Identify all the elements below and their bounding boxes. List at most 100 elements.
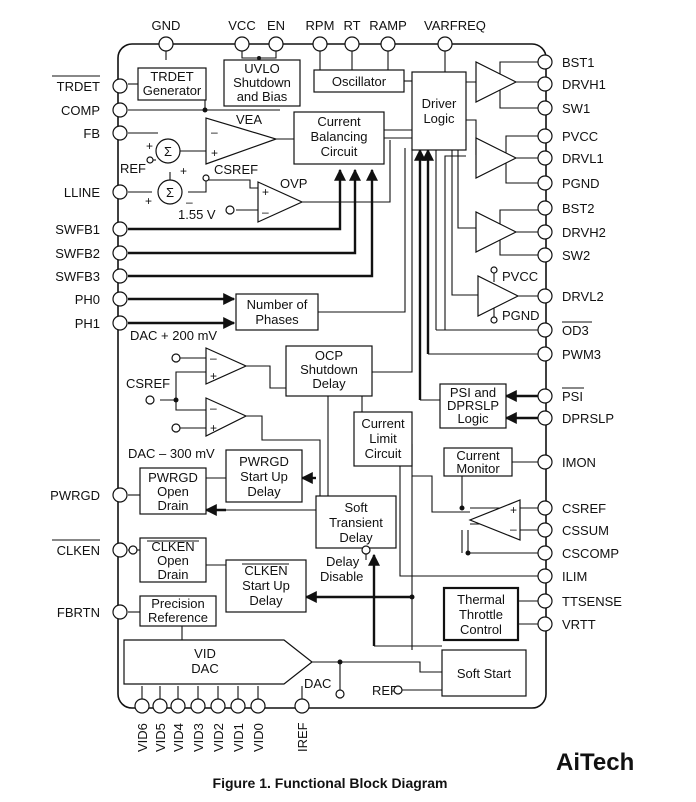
svg-text:GND: GND xyxy=(152,18,181,33)
svg-text:REF: REF xyxy=(120,161,146,176)
block-pwrgd-startup-delay: PWRGD Start Up Delay xyxy=(225,449,303,503)
pin-rt: RT xyxy=(343,18,361,52)
svg-text:Transient: Transient xyxy=(329,515,383,530)
right-pins: BST1 DRVH1 SW1 PVCC DRVL1 PGND BST2 DRVH… xyxy=(537,54,622,632)
svg-text:+: + xyxy=(210,421,217,435)
svg-text:SWFB1: SWFB1 xyxy=(55,222,100,237)
pin-gnd: GND xyxy=(152,18,181,52)
svg-text:PH1: PH1 xyxy=(75,316,100,331)
svg-text:CSCOMP: CSCOMP xyxy=(562,546,619,561)
pin-psi: PSI xyxy=(537,387,584,404)
pin-en: EN xyxy=(267,18,285,52)
svg-text:VEA: VEA xyxy=(236,112,262,127)
amp-ovp: + – OVP 1.55 V xyxy=(178,176,307,223)
svg-text:Delay: Delay xyxy=(339,530,373,545)
svg-text:CSREF: CSREF xyxy=(126,376,170,391)
svg-text:–: – xyxy=(186,195,193,209)
pin-swfb2: SWFB2 xyxy=(55,245,128,261)
svg-text:PWRGD: PWRGD xyxy=(148,470,198,485)
svg-text:COMP: COMP xyxy=(61,103,100,118)
svg-text:PVCC: PVCC xyxy=(502,269,538,284)
svg-text:Disable: Disable xyxy=(320,569,363,584)
svg-text:–: – xyxy=(210,351,217,365)
svg-text:Number of: Number of xyxy=(247,297,308,312)
pin-varfreq: VARFREQ xyxy=(424,18,486,52)
pin-cscomp: CSCOMP xyxy=(537,545,619,561)
svg-text:+: + xyxy=(262,185,269,199)
block-soft-start: Soft Start xyxy=(441,649,527,697)
svg-text:Soft Start: Soft Start xyxy=(457,666,512,681)
svg-text:DAC – 300 mV: DAC – 300 mV xyxy=(128,446,215,461)
svg-text:OVP: OVP xyxy=(280,176,307,191)
svg-text:VID5: VID5 xyxy=(153,723,168,752)
svg-text:TRDET: TRDET xyxy=(57,79,100,94)
summer-lline: Σ + – CSREF xyxy=(145,162,258,209)
block-clken-open-drain: CLKEN Open Drain xyxy=(139,537,207,583)
pin-vid0: VID0 xyxy=(250,698,266,752)
svg-text:VID1: VID1 xyxy=(231,723,246,752)
svg-text:Open: Open xyxy=(157,553,189,568)
svg-text:Delay: Delay xyxy=(247,484,281,499)
svg-text:PVCC: PVCC xyxy=(562,129,598,144)
svg-text:SW1: SW1 xyxy=(562,101,590,116)
pin-fbrtn: FBRTN xyxy=(57,604,128,620)
svg-text:+: + xyxy=(146,139,153,153)
aitech-watermark: Ai Tech xyxy=(556,749,634,776)
pin-pvcc: PVCC xyxy=(537,128,598,144)
svg-text:Open: Open xyxy=(157,484,189,499)
svg-text:Limit: Limit xyxy=(369,431,397,446)
svg-text:VID6: VID6 xyxy=(135,723,150,752)
block-clken-startup-delay: CLKEN Start Up Delay xyxy=(225,559,307,613)
svg-text:Generator: Generator xyxy=(143,83,202,98)
bottom-pins: VID6 VID5 VID4 VID3 VID2 VID1 VID0 IREF xyxy=(134,698,310,752)
svg-text:Throttle: Throttle xyxy=(459,607,503,622)
pin-vcc: VCC xyxy=(228,18,256,52)
svg-text:LLINE: LLINE xyxy=(64,185,100,200)
svg-text:PWRGD: PWRGD xyxy=(50,488,100,503)
svg-text:DPRSLP: DPRSLP xyxy=(447,398,499,413)
svg-text:Precision: Precision xyxy=(151,596,204,611)
pin-ph0: PH0 xyxy=(75,291,128,307)
svg-text:Current: Current xyxy=(361,416,405,431)
svg-text:REF: REF xyxy=(372,683,398,698)
pin-ph1: PH1 xyxy=(75,315,128,331)
svg-text:and Bias: and Bias xyxy=(237,89,288,104)
svg-text:DAC + 200 mV: DAC + 200 mV xyxy=(130,328,217,343)
svg-text:Current: Current xyxy=(317,114,361,129)
top-pins: GND VCC EN RPM RT RAMP VARFREQ xyxy=(152,18,486,52)
svg-text:DRVL2: DRVL2 xyxy=(562,289,604,304)
block-current-balancing: Current Balancing Circuit xyxy=(293,111,385,165)
block-current-monitor: Current Monitor xyxy=(443,447,513,477)
pin-clken: CLKEN xyxy=(52,539,138,558)
svg-text:+: + xyxy=(211,146,218,160)
watermark-ai: Ai xyxy=(556,749,580,776)
pin-vrtt: VRTT xyxy=(537,616,596,632)
svg-text:DRVH2: DRVH2 xyxy=(562,225,606,240)
pin-drvl1: DRVL1 xyxy=(537,150,604,166)
svg-text:Drain: Drain xyxy=(157,567,188,582)
svg-text:PWM3: PWM3 xyxy=(562,347,601,362)
pin-comp: COMP xyxy=(61,102,128,118)
pin-csref: CSREF xyxy=(537,500,606,516)
svg-text:Σ: Σ xyxy=(166,185,174,200)
amp-current-monitor: + – xyxy=(468,499,521,541)
svg-text:Soft: Soft xyxy=(344,500,368,515)
pin-vid1: VID1 xyxy=(230,698,246,752)
svg-text:Thermal: Thermal xyxy=(457,592,505,607)
svg-text:PWRGD: PWRGD xyxy=(239,454,289,469)
svg-text:+: + xyxy=(145,194,152,208)
svg-text:BST1: BST1 xyxy=(562,55,595,70)
svg-text:PGND: PGND xyxy=(562,176,600,191)
svg-text:Circuit: Circuit xyxy=(321,144,358,159)
svg-text:Monitor: Monitor xyxy=(456,461,500,476)
pin-vid3: VID3 xyxy=(190,698,206,752)
pin-pgnd: PGND xyxy=(537,175,600,191)
watermark-tech: Tech xyxy=(580,749,634,776)
svg-text:BST2: BST2 xyxy=(562,201,595,216)
svg-text:FBRTN: FBRTN xyxy=(57,605,100,620)
svg-text:RT: RT xyxy=(343,18,360,33)
svg-text:Delay: Delay xyxy=(312,376,346,391)
svg-text:DPRSLP: DPRSLP xyxy=(562,411,614,426)
svg-text:Reference: Reference xyxy=(148,610,208,625)
